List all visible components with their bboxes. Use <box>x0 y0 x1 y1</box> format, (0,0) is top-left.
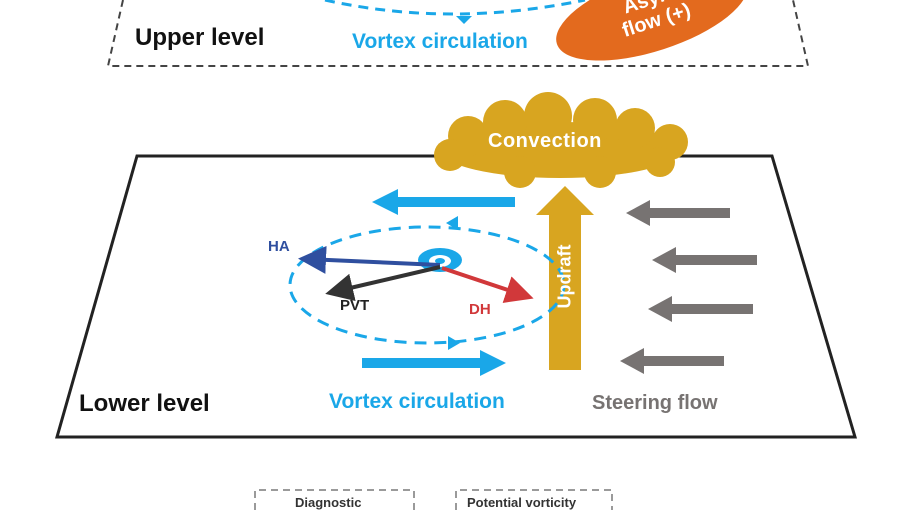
lower-level-title: Lower level <box>79 390 210 417</box>
dh-vector <box>441 266 534 303</box>
legend-area <box>254 489 613 510</box>
ha-vector <box>298 245 441 274</box>
asymmetric-flow-blob <box>556 0 748 61</box>
ha-label: HA <box>268 238 290 255</box>
vortex-flow-arrow-top <box>372 189 515 215</box>
steering-arrow-1 <box>626 200 730 226</box>
vortex-ring-arrowhead-top <box>446 216 458 230</box>
upper-level-panel <box>106 0 810 67</box>
steering-arrow-4 <box>620 348 724 374</box>
vortex-ring-arrowhead-bottom <box>448 336 460 350</box>
updraft-label: Updraft <box>554 244 575 309</box>
steering-arrow-2 <box>652 247 757 273</box>
steering-flow-label: Steering flow <box>592 392 718 414</box>
lower-vortex-ring <box>288 225 566 345</box>
legend-pv-label: Potential vorticity <box>467 495 577 510</box>
steering-arrow-3 <box>648 296 753 322</box>
lower-vortex-label: Vortex circulation <box>329 390 505 413</box>
convection-cloud <box>434 92 688 188</box>
legend-pv-frame <box>455 489 613 510</box>
dh-label: DH <box>469 301 491 318</box>
convection-label: Convection <box>488 130 602 152</box>
upper-level-title: Upper level <box>135 24 265 51</box>
legend-diagnostic-label: Diagnostic <box>295 495 362 510</box>
upper-vortex-ring <box>324 0 586 16</box>
upper-vortex-label: Vortex circulation <box>352 30 528 53</box>
pvt-vector <box>325 265 441 302</box>
vortex-flow-arrow-bottom <box>362 350 506 376</box>
updraft-arrow <box>536 186 594 370</box>
pvt-label: PVT <box>340 297 370 314</box>
legend-diagnostic-frame <box>254 489 415 510</box>
lower-level-panel <box>55 92 858 439</box>
upper-vortex-arrowhead <box>456 16 472 24</box>
